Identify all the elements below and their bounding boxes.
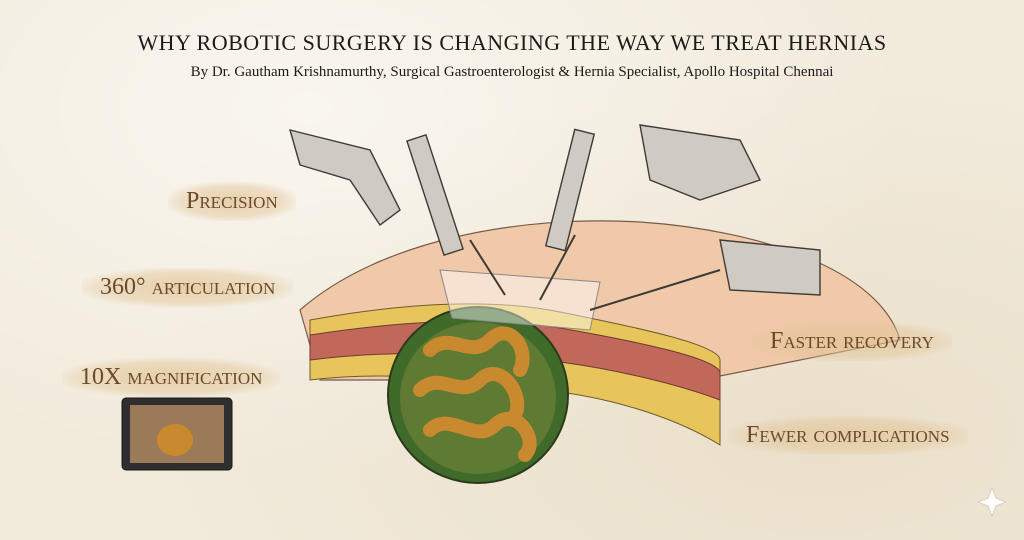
benefit-magnification: 10X magnification (62, 358, 281, 397)
sparkle-icon (976, 486, 1008, 518)
monitor-icon (121, 397, 233, 471)
benefit-faster-recovery: Faster recovery (752, 322, 952, 361)
surgical-mesh (439, 269, 601, 331)
benefit-fewer-complications: Fewer complications (728, 416, 968, 455)
benefit-precision: Precision (168, 182, 296, 221)
bowel-loops (413, 326, 537, 462)
instrument-shafts (469, 234, 721, 311)
benefit-articulation: 360° articulation (82, 268, 294, 307)
robot-arms (288, 124, 821, 296)
page-subtitle: By Dr. Gautham Krishnamurthy, Surgical G… (190, 64, 834, 80)
page-title: WHY ROBOTIC SURGERY IS CHANGING THE WAY … (137, 30, 887, 55)
